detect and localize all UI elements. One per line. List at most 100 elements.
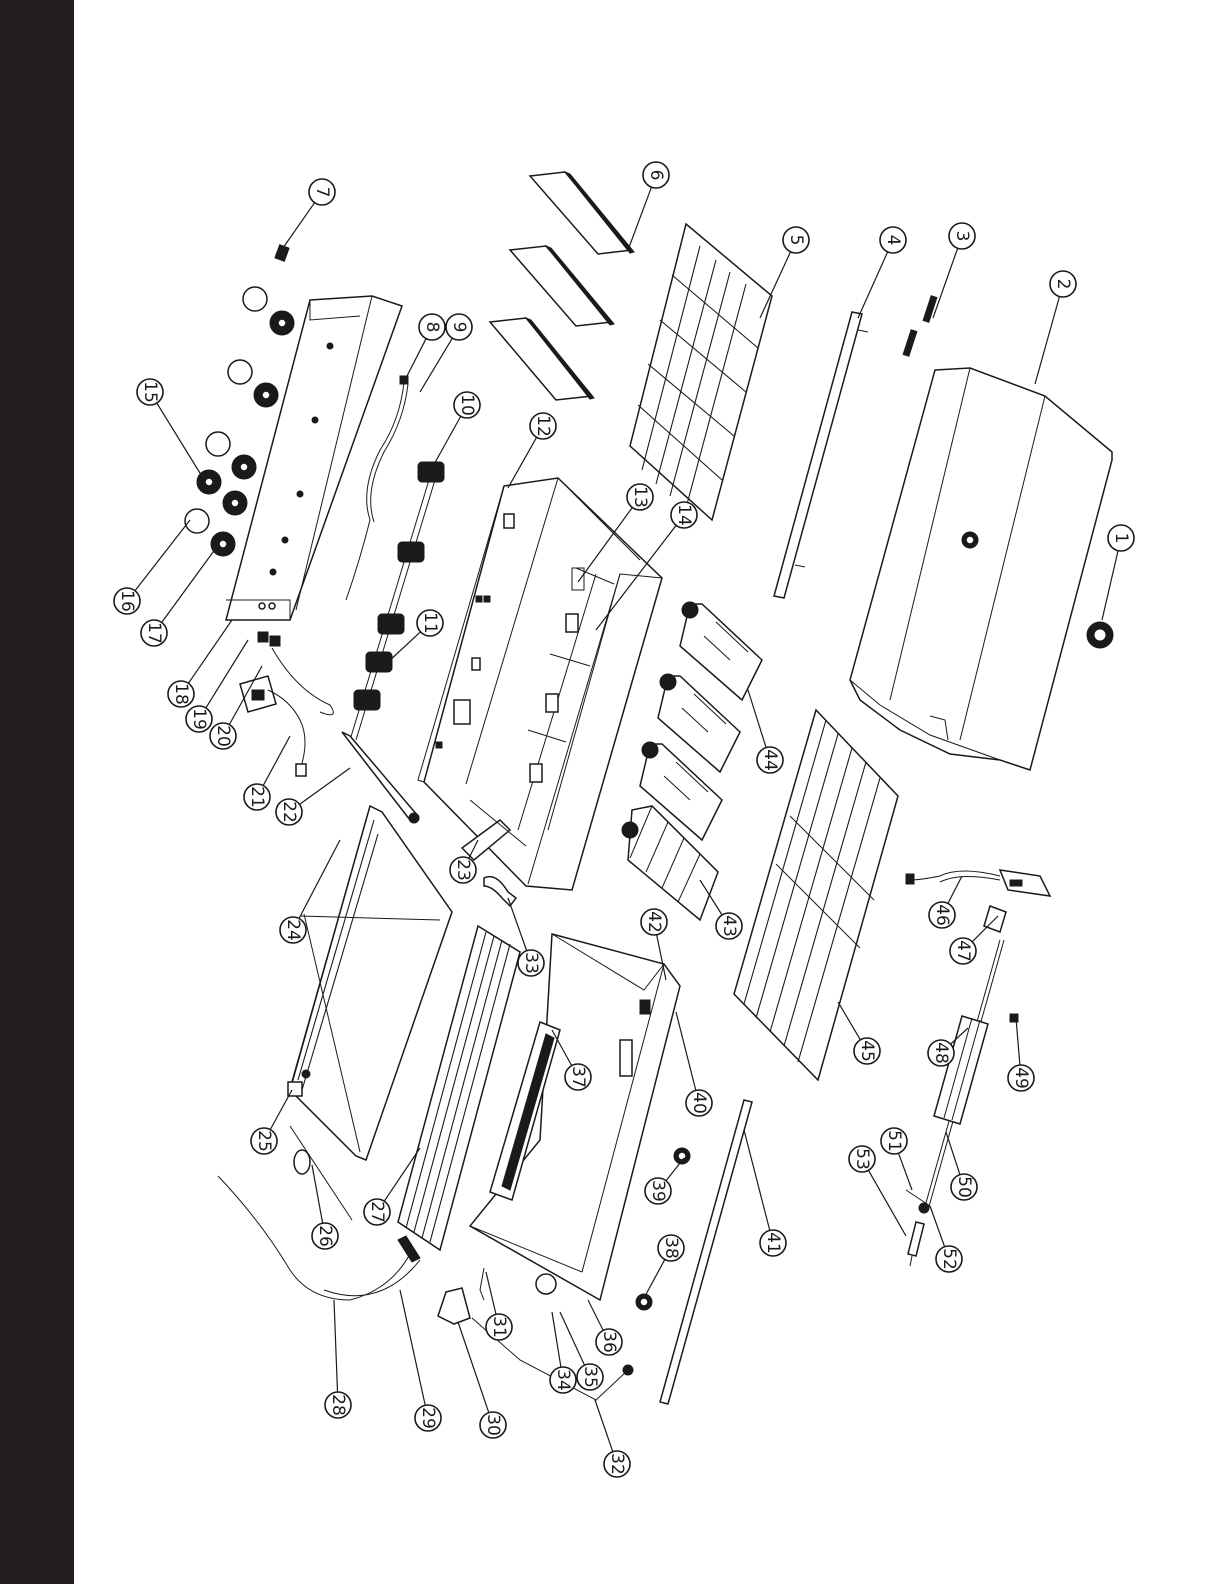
leader-line-18 bbox=[188, 620, 232, 683]
callout-number-33: 33 bbox=[521, 952, 541, 974]
leader-line-33 bbox=[508, 898, 527, 951]
callout-28: 28 bbox=[325, 1392, 351, 1418]
callout-number-6: 6 bbox=[646, 170, 666, 181]
callout-42: 42 bbox=[641, 909, 667, 935]
callout-1: 1 bbox=[1108, 525, 1134, 551]
callout-18: 18 bbox=[168, 681, 194, 707]
callout-number-10: 10 bbox=[457, 394, 477, 416]
wire-harness-part bbox=[272, 648, 333, 776]
callout-9: 9 bbox=[446, 314, 472, 340]
leader-line-7 bbox=[283, 203, 315, 248]
gas-manifold-part bbox=[342, 732, 419, 823]
callout-43: 43 bbox=[716, 913, 742, 939]
callout-32: 32 bbox=[604, 1451, 630, 1477]
callout-number-31: 31 bbox=[489, 1316, 509, 1338]
leader-line-40 bbox=[676, 1012, 696, 1090]
leader-line-4 bbox=[858, 252, 888, 318]
small-fitting-part bbox=[275, 245, 289, 262]
leader-line-16 bbox=[135, 520, 190, 591]
callout-45: 45 bbox=[854, 1038, 880, 1064]
callout-50: 50 bbox=[951, 1174, 977, 1200]
callout-number-47: 47 bbox=[953, 940, 973, 962]
callout-6: 6 bbox=[643, 162, 669, 188]
leader-line-31 bbox=[486, 1272, 496, 1314]
heat-plate-part bbox=[640, 602, 762, 840]
callout-number-53: 53 bbox=[852, 1148, 872, 1170]
callout-number-13: 13 bbox=[630, 486, 650, 508]
callout-14: 14 bbox=[671, 502, 697, 528]
leader-line-17 bbox=[162, 548, 216, 622]
callout-number-26: 26 bbox=[315, 1225, 335, 1247]
callout-5: 5 bbox=[783, 227, 809, 253]
callout-number-1: 1 bbox=[1111, 533, 1131, 544]
callout-number-5: 5 bbox=[786, 235, 806, 246]
callout-39: 39 bbox=[645, 1178, 671, 1204]
leader-line-38 bbox=[644, 1259, 665, 1298]
leader-line-39 bbox=[666, 1158, 684, 1181]
callout-number-46: 46 bbox=[932, 904, 952, 926]
callout-number-28: 28 bbox=[328, 1394, 348, 1416]
callout-number-41: 41 bbox=[763, 1232, 783, 1254]
callout-31: 31 bbox=[486, 1314, 512, 1340]
callout-number-29: 29 bbox=[418, 1407, 438, 1429]
callout-number-18: 18 bbox=[171, 683, 191, 705]
callout-number-9: 9 bbox=[449, 322, 469, 333]
callout-2: 2 bbox=[1050, 271, 1076, 297]
callout-number-34: 34 bbox=[553, 1369, 573, 1391]
handle-clip-part bbox=[903, 296, 937, 357]
callout-number-42: 42 bbox=[644, 911, 664, 933]
thermometer-part bbox=[1087, 622, 1113, 648]
callout-48: 48 bbox=[928, 1040, 954, 1066]
callout-number-22: 22 bbox=[279, 801, 299, 823]
callout-number-36: 36 bbox=[599, 1331, 619, 1353]
side-igniter-box-part bbox=[438, 1288, 470, 1324]
callout-30: 30 bbox=[480, 1412, 506, 1438]
callout-53: 53 bbox=[849, 1146, 875, 1172]
callout-number-17: 17 bbox=[144, 622, 164, 644]
callout-24: 24 bbox=[280, 917, 306, 943]
leader-line-44 bbox=[748, 690, 766, 748]
handle-bar-part bbox=[774, 312, 868, 598]
leader-line-46 bbox=[948, 876, 962, 903]
rotisserie-kit-part bbox=[906, 870, 1050, 1210]
leader-line-2 bbox=[1035, 297, 1059, 384]
callout-23: 23 bbox=[450, 857, 476, 883]
callout-52: 52 bbox=[936, 1246, 962, 1272]
callout-36: 36 bbox=[596, 1329, 622, 1355]
leader-line-21 bbox=[263, 736, 290, 786]
hood-part bbox=[850, 368, 1112, 770]
callout-labels: 1234567891011121314151617181920212223242… bbox=[114, 162, 1134, 1477]
callout-4: 4 bbox=[880, 227, 906, 253]
callout-number-21: 21 bbox=[247, 786, 267, 808]
leader-line-6 bbox=[628, 187, 651, 250]
flame-tamer-part bbox=[490, 172, 634, 400]
callout-number-32: 32 bbox=[607, 1453, 627, 1475]
igniter-module-part bbox=[240, 676, 305, 770]
callout-number-52: 52 bbox=[939, 1248, 959, 1270]
leader-line-34 bbox=[552, 1312, 561, 1367]
callout-number-30: 30 bbox=[483, 1414, 503, 1436]
callout-16: 16 bbox=[114, 588, 140, 614]
callout-number-39: 39 bbox=[648, 1180, 668, 1202]
callout-number-24: 24 bbox=[283, 919, 303, 941]
leader-line-29 bbox=[400, 1290, 425, 1405]
leader-line-51 bbox=[898, 1153, 912, 1190]
callout-number-35: 35 bbox=[580, 1366, 600, 1388]
callout-number-16: 16 bbox=[117, 590, 137, 612]
callout-27: 27 bbox=[364, 1199, 390, 1225]
callout-10: 10 bbox=[454, 392, 480, 418]
callout-17: 17 bbox=[141, 620, 167, 646]
callout-3: 3 bbox=[949, 223, 975, 249]
leader-line-10 bbox=[432, 416, 461, 468]
callout-12: 12 bbox=[530, 413, 556, 439]
callout-37: 37 bbox=[565, 1064, 591, 1090]
callout-number-37: 37 bbox=[568, 1066, 588, 1088]
leader-line-28 bbox=[334, 1300, 338, 1392]
callout-number-2: 2 bbox=[1053, 279, 1073, 290]
callout-49: 49 bbox=[1008, 1065, 1034, 1091]
callout-40: 40 bbox=[686, 1090, 712, 1116]
callout-47: 47 bbox=[950, 938, 976, 964]
leader-line-1 bbox=[1102, 551, 1118, 620]
leader-line-22 bbox=[300, 768, 350, 804]
warming-rack-part bbox=[630, 224, 772, 520]
